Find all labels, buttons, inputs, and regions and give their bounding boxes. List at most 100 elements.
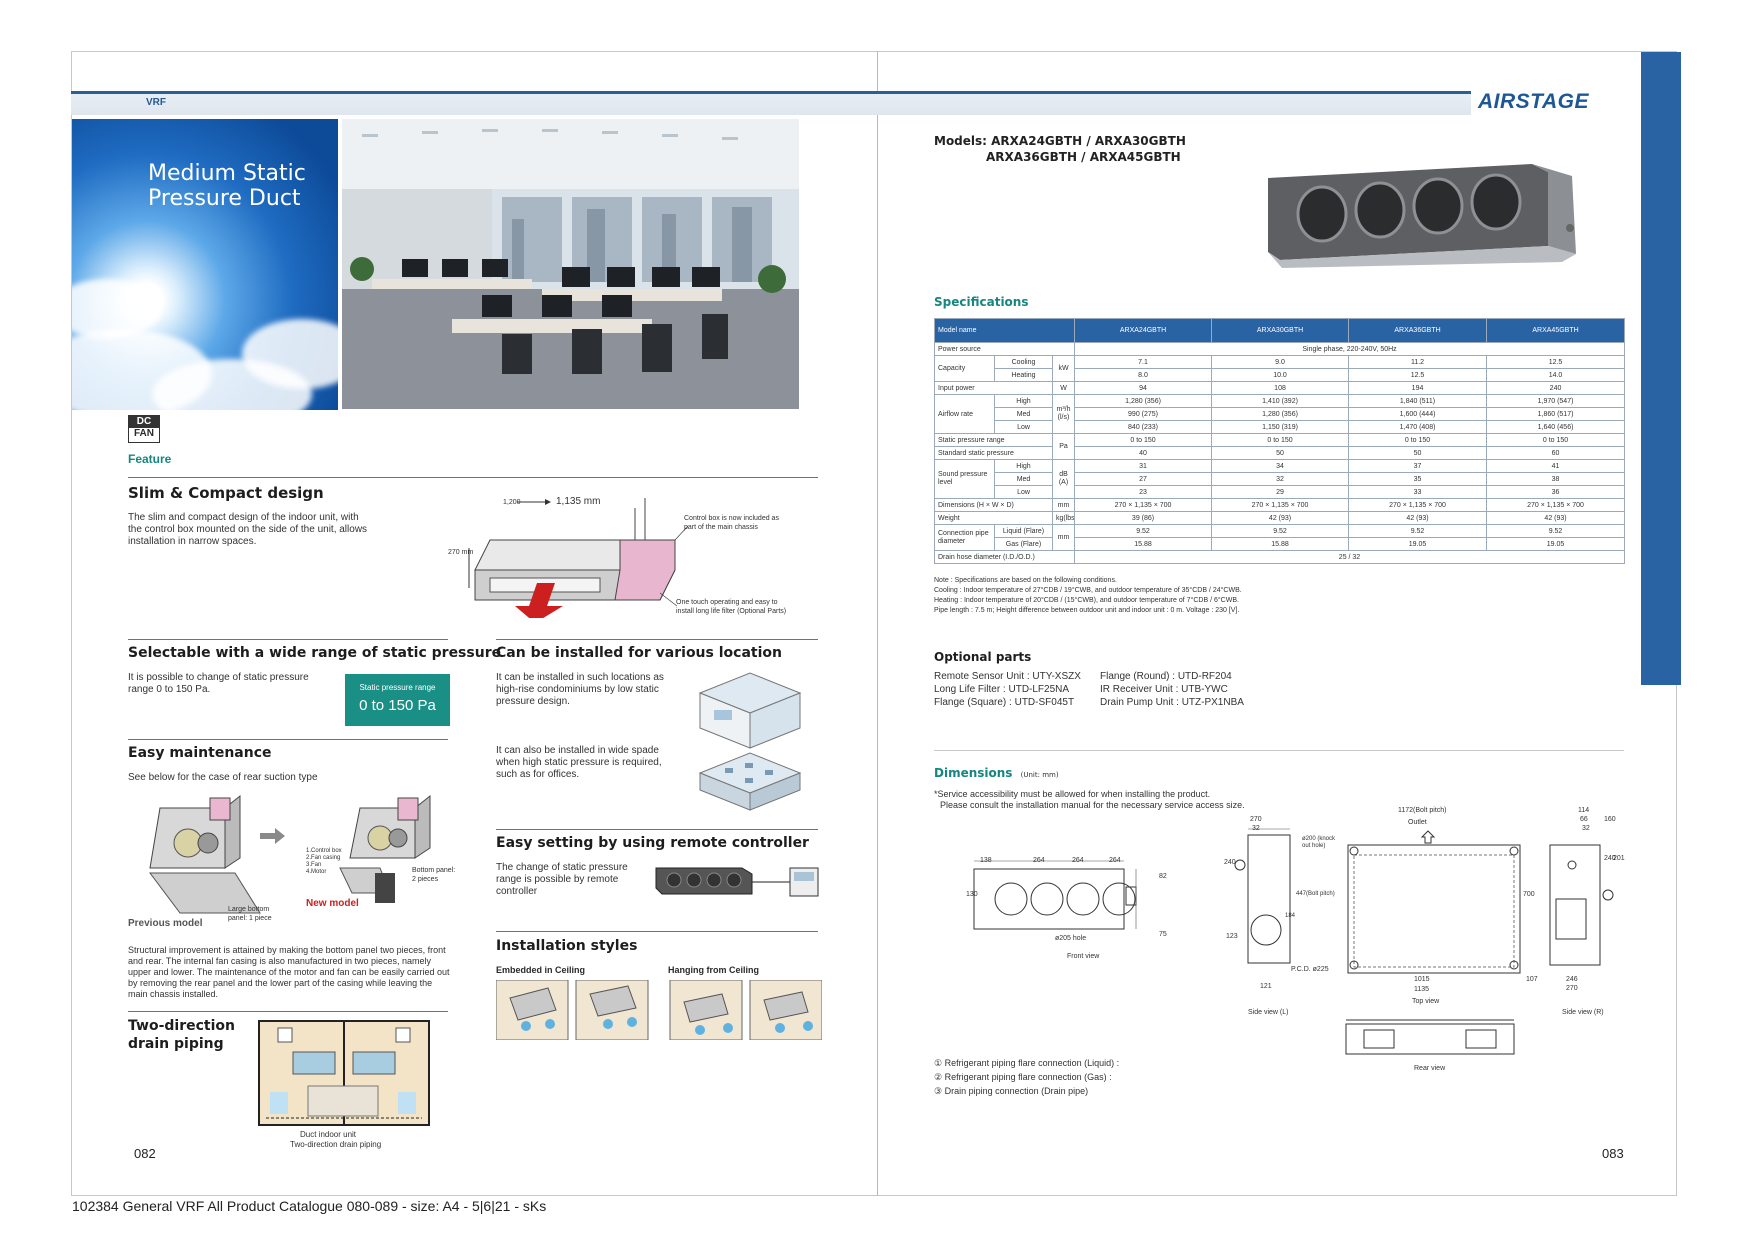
side-r-dim-32: 32 [1582,825,1590,832]
page-number-right: 083 [1602,1146,1624,1161]
side-l-dim-123: 123 [1226,933,1238,940]
spine-divider [877,51,878,1196]
maintenance-title: Easy maintenance [128,745,272,761]
bottom-panel-label: Bottom panel:2 pieces [412,867,456,883]
product-photo [1268,164,1576,268]
side-view-left-label: Side view (L) [1248,1009,1289,1016]
install-hanging-label: Hanging from Ceiling [668,965,759,975]
table-row: Low 840 (233)1,150 (319)1,470 (408)1,640… [935,420,1626,434]
dimensions-legend: ① Refrigerant piping flare connection (L… [934,1058,1120,1096]
top-bolt-pitch: 1172(Bolt pitch) [1398,807,1447,814]
spec-notes: Note : Specifications are based on the f… [934,577,1242,614]
side-l-knock-hole: ø200 (knock out hole) [1302,836,1336,849]
airstage-logo: AIRSTAGE [1478,90,1589,113]
maintenance-text: Structural improvement is attained by ma… [128,945,450,999]
office-illustration [342,119,799,409]
divider [128,739,448,740]
print-footer: 102384 General VRF All Product Catalogue… [72,1198,547,1214]
divider [934,750,1624,751]
static-pressure-box: Static pressure range 0 to 150 Pa [345,674,450,726]
side-l-dim-121: 121 [1260,983,1272,990]
feature-label: Feature [128,452,172,466]
dimensions-title: Dimensions (Unit: mm) [934,766,1059,780]
slim-dim-top: 1,135 mm [556,496,601,507]
front-view-label: Front view [1067,953,1100,960]
side-l-bolt-pitch: 447(Bolt pitch) [1296,891,1335,897]
maintenance-subtitle: See below for the case of rear suction t… [128,772,318,783]
remote-title: Easy setting by using remote controller [496,835,809,851]
drain-label-unit: Duct indoor unit [300,1130,357,1139]
new-model-label: New model [306,898,359,909]
install-embedded-label: Embedded in Ceiling [496,965,586,975]
side-view-right-label: Side view (R) [1562,1009,1604,1016]
slim-title: Slim & Compact design [128,484,324,502]
divider [496,829,818,830]
table-row: Drain hose diameter (I.D./O.D.) 25 / 32 [933,550,1626,564]
side-r-dim-66: 66 [1580,816,1588,823]
top-dim-1135: 1135 [1414,986,1430,993]
header-band [71,91,1471,115]
slim-text: The slim and compact design of the indoo… [128,512,368,547]
front-dim-130: 130 [966,891,978,898]
slim-dim-small: 1,200 [503,499,521,506]
top-outlet: Outlet [1408,819,1427,826]
front-dim-138: 138 [980,857,992,864]
divider [128,477,818,478]
header-line-right [878,91,1471,94]
side-r-dim-114: 114 [1578,807,1590,814]
table-row: Power source Single phase, 220-240V, 50H… [933,342,1626,356]
front-dim-82: 82 [1159,873,1167,880]
side-r-dim-246: 246 [1566,976,1578,983]
divider [128,1011,448,1012]
previous-model-label: Previous model [128,918,203,929]
dc-fan-badge: DC FAN [128,415,160,443]
section-label: VRF [146,97,166,108]
office-photo [342,119,799,409]
side-r-dim-160: 160 [1604,816,1616,823]
top-dim-700: 700 [1523,891,1535,898]
side-r-dim-270: 270 [1566,985,1578,992]
divider [496,931,818,932]
side-view-right-drawing [1549,844,1614,966]
table-row: Med 990 (275)1,280 (356)1,600 (444)1,860… [935,407,1626,421]
divider [128,639,448,640]
slim-unit-illustration [468,498,689,618]
rear-view-drawing [1345,1019,1515,1055]
front-dim-264c: 264 [1109,857,1121,864]
top-view-label: Top view [1412,998,1440,1005]
top-dim-107: 107 [1526,976,1538,983]
slim-dim-side: 270 mm [448,549,474,556]
selectable-text: It is possible to change of static press… [128,672,309,695]
install-title: Installation styles [496,938,638,954]
front-hole-label: ø205 hole [1055,935,1087,942]
side-l-dim-184: 184 [1285,913,1296,919]
side-tab [1641,52,1681,685]
front-view-drawing [973,860,1137,930]
remote-illustration [655,867,819,897]
page-number-left: 082 [134,1146,156,1161]
selectable-title: Selectable with a wide range of static p… [128,645,502,661]
install-illustrations [496,980,822,1040]
dimensions-notes: *Service accessibility must be allowed f… [934,789,1245,810]
side-r-dim-201: 201 [1613,855,1625,862]
maintenance-illustration [149,794,431,914]
front-dim-264b: 264 [1072,857,1084,864]
